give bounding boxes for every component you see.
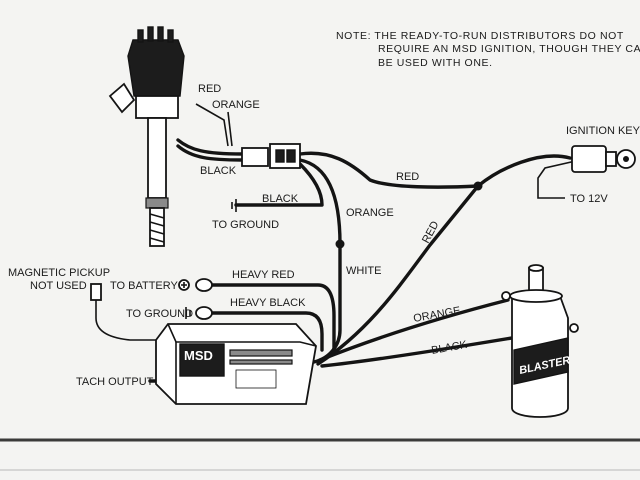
magnetic-pickup-label-1: MAGNETIC PICKUP [8,267,110,279]
ignition-switch-body [571,145,607,173]
distributor-shaft [147,117,167,199]
orange-coil-wire [318,298,510,362]
ground-black-label: BLACK [262,193,299,205]
heavy-red-label: HEAVY RED [232,269,295,281]
coil-terminal-positive [501,291,511,301]
junction-dot-left [335,239,345,249]
heavy-red-wire [203,283,336,352]
to-ground-top-label: TO GROUND [212,219,279,231]
pickup-plug-icon [90,283,102,301]
twelve-volt-lead [537,159,581,199]
orange-leader-line [227,111,233,147]
red-wire-key [298,151,572,189]
magnetic-pickup-label-2: NOT USED [30,280,87,292]
ring-terminal-icon [195,306,213,320]
distributor: RED ORANGE BLACK [108,26,260,247]
coil-band [513,337,569,385]
connector-pin [286,149,296,163]
key-hole-icon [623,156,629,162]
msd-logo: MSD [184,348,213,363]
msd-logo-plate [179,343,225,377]
coil-cap [509,289,563,303]
orange-vertical-label: ORANGE [346,207,394,219]
white-vertical-label: WHITE [346,265,381,277]
distributor-housing [135,95,179,119]
coil-orange-label: ORANGE [412,305,461,325]
msd-box-edge [167,323,317,347]
cap-tower [167,29,174,43]
note-line-1: NOTE: THE READY-TO-RUN DISTRIBUTORS DO N… [336,30,624,42]
to-12v-label: TO 12V [570,193,608,205]
vacuum-advance [108,82,136,114]
msd-fine-print [235,369,277,389]
distributor-black-label: BLACK [200,165,237,177]
ignition-coil: ORANGE BLACK BLASTER 2 [412,264,579,418]
ignition-key-label: IGNITION KEY [566,125,640,137]
coil-black-label: BLACK [430,339,468,357]
to-battery-label: TO BATTERY [110,280,179,292]
plus-sign [181,282,187,288]
coil-tower-top [528,264,544,272]
red-leader-line [195,103,229,147]
coil-terminal-negative [569,323,579,333]
ground-wire-top [234,162,324,207]
heavy-black-wire [203,311,324,352]
note-line-2: REQUIRE AN MSD IGNITION, THOUGH THEY CAN [378,43,640,55]
note-line-3: BE USED WITH ONE. [378,57,493,69]
tach-output-label: TACH OUTPUT [76,376,154,388]
cap-tower [137,29,144,43]
msd-label-strip [229,349,293,357]
red-diagonal-wire [316,184,480,366]
harness-connector [241,143,301,169]
to-ground-box-label: TO GROUND [126,308,193,320]
ground-terminal: TO GROUND HEAVY BLACK [126,297,306,320]
shaft-collar [145,197,169,209]
note-text: NOTE: THE READY-TO-RUN DISTRIBUTORS DO N… [336,30,640,69]
distributor-cap [127,39,185,97]
junction-dot-right [473,181,483,191]
msd-ignition-box: MSD TACH OUTPUT [76,323,317,405]
ignition-key-switch: IGNITION KEY TO 12V [566,125,640,205]
pickup-lead [95,300,158,341]
ground-symbol [185,307,191,319]
wires [95,103,581,383]
ring-terminal-icon [195,278,213,292]
key-red-label: RED [396,171,419,183]
heavy-black-label: HEAVY BLACK [230,297,306,309]
distributor-orange-label: ORANGE [212,99,260,111]
cap-tower [147,26,154,42]
ground-symbol-top [231,199,237,212]
distributor-red-label: RED [198,83,221,95]
harness-wire-1 [176,138,244,156]
harness-wire-2 [176,144,244,162]
coil-number: 2 [548,381,555,395]
ignition-switch-barrel [605,151,617,167]
msd-label-strip [229,359,293,365]
connector-male [241,147,269,167]
magnetic-pickup: MAGNETIC PICKUP NOT USED [8,267,110,301]
gear-teeth [149,213,165,243]
cap-tower [157,26,164,42]
battery-terminal: TO BATTERY HEAVY RED [110,269,295,292]
connector-pin [275,149,285,163]
